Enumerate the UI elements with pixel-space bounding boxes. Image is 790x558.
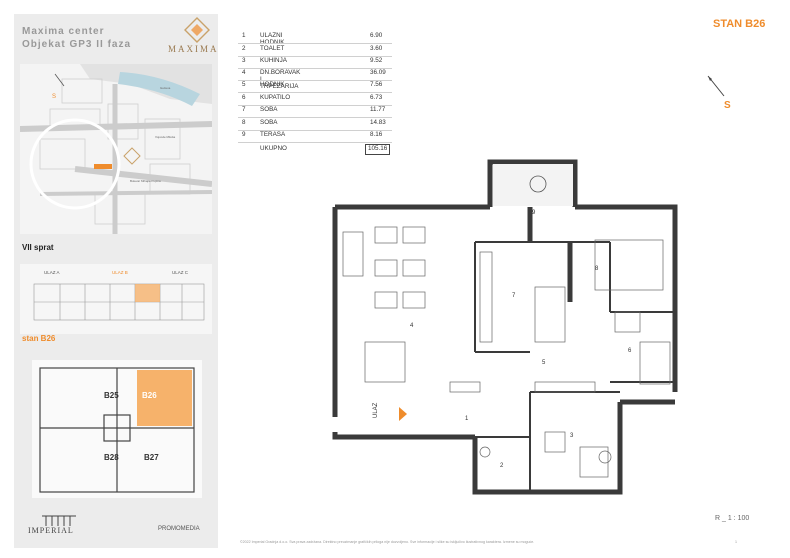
footer-disclaimer: ©2022 Imperial Gradnja d.o.o. Sva prava … bbox=[240, 540, 535, 544]
svg-text:Gučeva: Gučeva bbox=[160, 86, 171, 90]
total-box bbox=[365, 144, 390, 155]
compass-label: S bbox=[724, 100, 731, 111]
svg-text:Vojvode Miloša: Vojvode Miloša bbox=[155, 135, 176, 139]
brand-title: Maxima center bbox=[22, 26, 105, 37]
svg-text:ULAZ A: ULAZ A bbox=[44, 270, 60, 275]
svg-text:2: 2 bbox=[500, 463, 504, 469]
svg-text:5: 5 bbox=[542, 360, 546, 366]
svg-text:ULAZ: ULAZ bbox=[373, 402, 379, 418]
svg-text:9: 9 bbox=[532, 210, 536, 216]
scale-label: R _ 1 : 100 bbox=[715, 515, 750, 522]
footer-page-number: 1 bbox=[735, 540, 737, 544]
map-compass-s: S bbox=[52, 94, 56, 100]
location-map: S Vojvode Miloša Bulevar Mihajla Pupina … bbox=[19, 64, 213, 234]
page-title: STAN B26 bbox=[713, 18, 766, 30]
maxima-logo-text: MAXIMA bbox=[168, 44, 219, 54]
svg-text:B26: B26 bbox=[142, 391, 157, 400]
svg-text:B27: B27 bbox=[144, 453, 159, 462]
compass-icon bbox=[707, 75, 725, 97]
svg-text:4: 4 bbox=[410, 323, 414, 329]
brand-subtitle: Objekat GP3 II faza bbox=[22, 39, 132, 50]
imperial-logo: IMPERIAL bbox=[28, 514, 82, 535]
svg-text:6: 6 bbox=[628, 348, 632, 354]
floor-plan: ULAZ 1 2 3 4 5 6 7 8 9 bbox=[325, 152, 695, 507]
svg-text:ULAZ C: ULAZ C bbox=[172, 270, 189, 275]
svg-text:3: 3 bbox=[570, 433, 574, 439]
svg-text:7: 7 bbox=[512, 293, 516, 299]
svg-text:B28: B28 bbox=[104, 453, 119, 462]
svg-text:Bulevar Mihajla Pupina: Bulevar Mihajla Pupina bbox=[130, 179, 161, 183]
imperial-text: IMPERIAL bbox=[28, 526, 74, 535]
apartment-label: stan B26 bbox=[22, 334, 56, 343]
info-sidebar: Maxima center Objekat GP3 II faza MAXIMA bbox=[14, 14, 218, 548]
svg-text:B25: B25 bbox=[104, 391, 119, 400]
svg-text:1: 1 bbox=[465, 416, 469, 422]
svg-text:ULAZ B: ULAZ B bbox=[112, 270, 128, 275]
promomedia-text: PROMOMEDIA bbox=[158, 526, 200, 532]
svg-text:8: 8 bbox=[595, 266, 599, 272]
mini-floor-plan: B25 B26 B28 B27 bbox=[32, 360, 202, 498]
brand-header: Maxima center Objekat GP3 II faza MAXIMA bbox=[14, 14, 218, 62]
maxima-logo bbox=[184, 17, 210, 43]
floor-keyplan: ULAZ A ULAZ B ULAZ C bbox=[20, 264, 212, 334]
floor-title: VII sprat bbox=[22, 243, 54, 252]
